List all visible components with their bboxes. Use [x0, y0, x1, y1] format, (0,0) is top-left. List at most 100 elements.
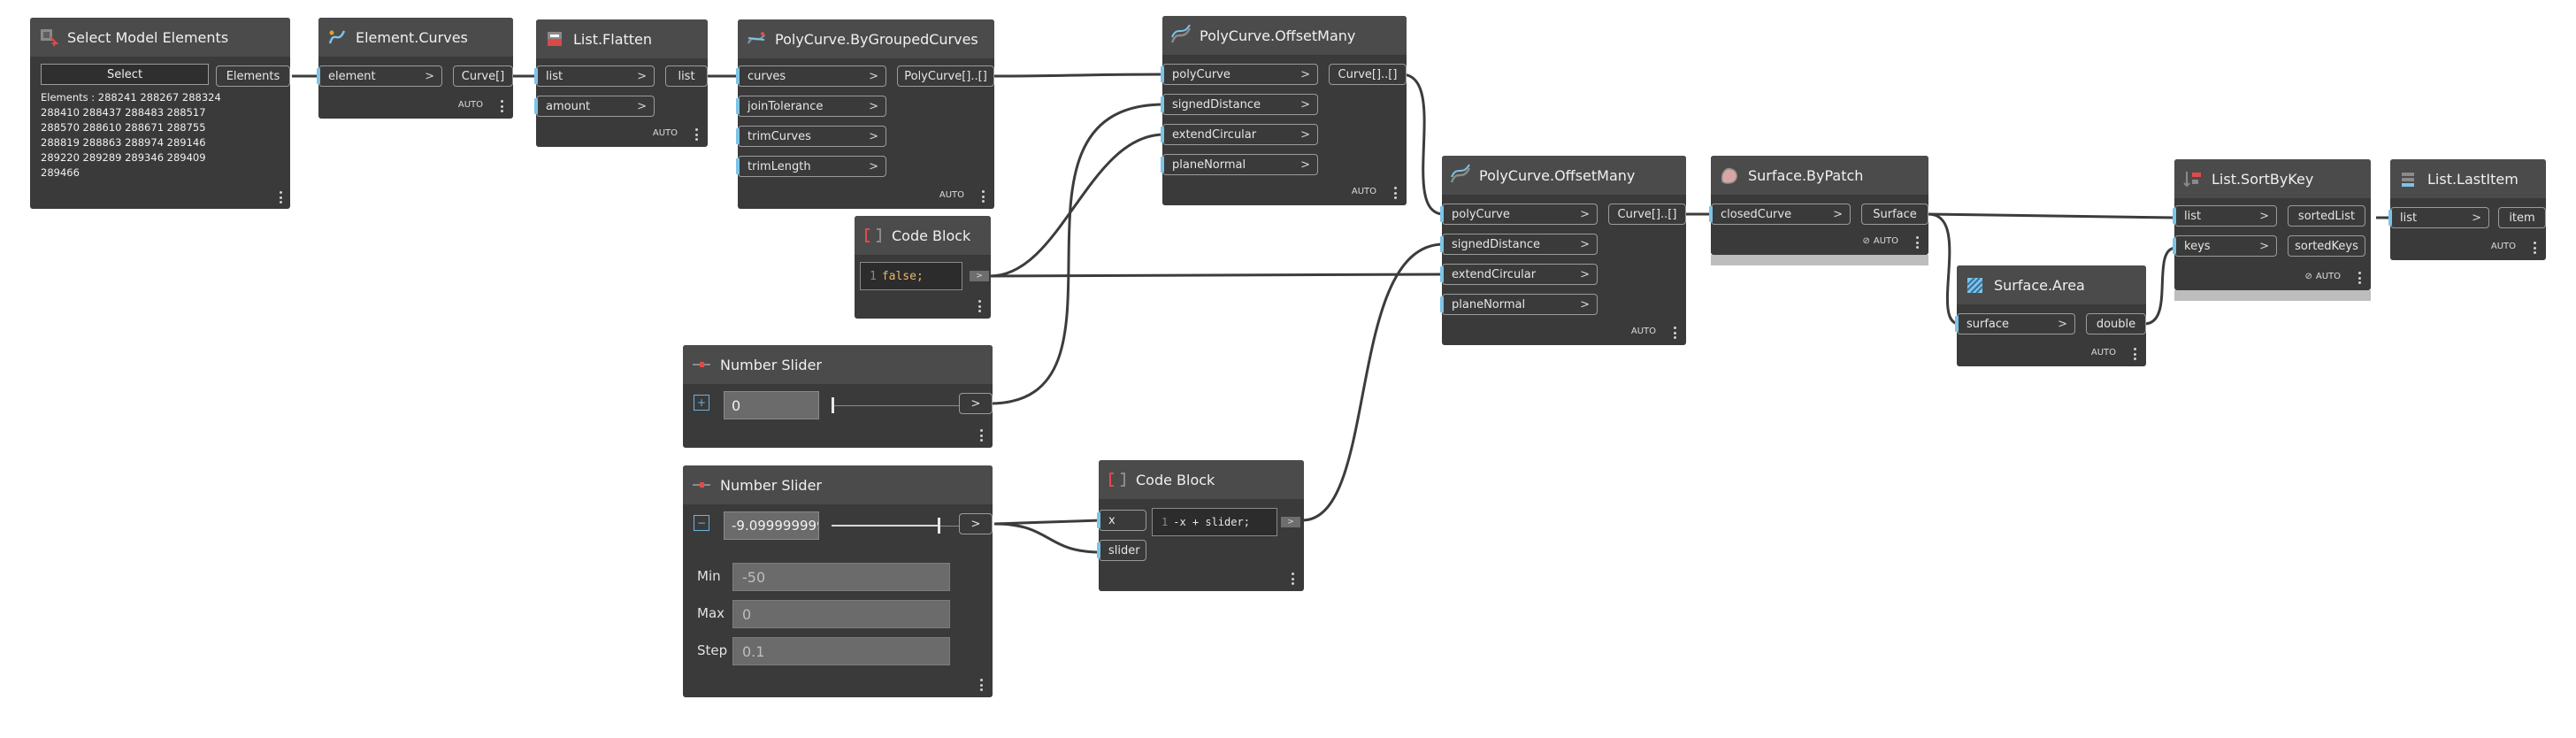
node-number-slider-1[interactable]: Number Slider + 0 > [683, 345, 993, 448]
output-port[interactable]: > [959, 393, 993, 414]
node-header[interactable]: PolyCurve.OffsetMany [1162, 16, 1407, 55]
node-menu-icon[interactable] [982, 190, 985, 203]
input-port-list[interactable]: list> [2388, 207, 2489, 228]
code-editor[interactable]: 1-x + slider; [1152, 508, 1277, 536]
lacing-label[interactable]: AUTO [652, 128, 678, 138]
input-port-amount[interactable]: amount> [534, 96, 655, 117]
input-port-surface[interactable]: surface> [1955, 313, 2075, 334]
node-number-slider-2[interactable]: Number Slider − -9.099999999 > Min -50 M… [683, 465, 993, 697]
node-header[interactable]: Code Block [855, 216, 991, 255]
node-header[interactable]: Surface.ByPatch [1711, 156, 1928, 195]
input-port-trimcurves[interactable]: trimCurves> [736, 126, 886, 147]
node-menu-icon[interactable] [2534, 242, 2537, 254]
node-header[interactable]: Select Model Elements [30, 18, 290, 57]
lacing-label[interactable]: AUTO [2090, 348, 2116, 357]
node-header[interactable]: List.LastItem [2390, 159, 2546, 198]
output-port[interactable]: > [959, 513, 993, 534]
input-port-planenormal[interactable]: planeNormal> [1161, 154, 1318, 175]
node-header[interactable]: Number Slider [683, 465, 993, 504]
node-menu-icon[interactable] [501, 100, 504, 112]
input-port-signeddistance[interactable]: signedDistance> [1161, 94, 1318, 115]
expand-icon[interactable]: − [694, 515, 709, 531]
node-list-lastitem[interactable]: List.LastItem list> item AUTO [2388, 159, 2546, 260]
input-port-curves[interactable]: curves> [736, 65, 886, 87]
node-surface-bypatch[interactable]: Surface.ByPatch closedCurve> Surface ⊘AU… [1709, 156, 1928, 265]
slider-thumb[interactable] [832, 397, 834, 413]
node-polycurve-offsetmany-1[interactable]: PolyCurve.OffsetMany polyCurve> signedDi… [1161, 16, 1407, 205]
input-port-polycurve[interactable]: polyCurve> [1161, 64, 1318, 85]
node-menu-icon[interactable] [980, 429, 984, 442]
output-port[interactable]: > [970, 271, 989, 281]
node-header[interactable]: Element.Curves [318, 18, 513, 57]
lacing-label[interactable]: AUTO [457, 100, 483, 110]
slider-thumb[interactable] [938, 518, 940, 534]
lacing-label[interactable]: AUTO [939, 190, 964, 200]
slider-value-input[interactable]: 0 [724, 391, 819, 419]
lacing-label[interactable]: ⊘AUTO [2304, 272, 2341, 281]
node-header[interactable]: Surface.Area [1957, 265, 2146, 304]
node-select-model-elements[interactable]: Select Model Elements Select Elements El… [30, 18, 290, 209]
output-port-surface[interactable]: Surface [1861, 204, 1928, 225]
node-menu-icon[interactable] [1916, 236, 1920, 249]
input-port-signeddistance[interactable]: signedDistance> [1440, 234, 1598, 255]
lacing-label[interactable]: ⊘AUTO [1862, 236, 1898, 246]
max-input[interactable]: 0 [732, 600, 950, 628]
output-port-elements[interactable]: Elements [216, 65, 290, 87]
node-header[interactable]: Number Slider [683, 345, 993, 384]
input-port-element[interactable]: element> [317, 65, 442, 87]
node-list-sortbykey[interactable]: List.SortByKey list> keys> sortedList so… [2173, 159, 2371, 301]
node-polycurve-offsetmany-2[interactable]: PolyCurve.OffsetMany polyCurve> signedDi… [1440, 156, 1686, 345]
output-port[interactable]: > [1281, 517, 1300, 527]
node-surface-area[interactable]: Surface.Area surface> double AUTO [1955, 265, 2146, 366]
input-port-list[interactable]: list> [2173, 205, 2277, 227]
node-menu-icon[interactable] [2358, 272, 2362, 284]
node-element-curves[interactable]: Element.Curves element> Curve[] AUTO [317, 18, 513, 119]
output-port-curves[interactable]: Curve[]..[] [1608, 204, 1686, 225]
output-port-double[interactable]: double [2086, 313, 2146, 334]
node-menu-icon[interactable] [280, 191, 283, 204]
node-polycurve-bygroupedcurves[interactable]: PolyCurve.ByGroupedCurves curves> joinTo… [736, 19, 994, 209]
input-port-planenormal[interactable]: planeNormal> [1440, 294, 1598, 315]
output-port-polycurve[interactable]: PolyCurve[]..[] [897, 65, 994, 87]
node-menu-icon[interactable] [695, 128, 699, 141]
node-menu-icon[interactable] [980, 679, 984, 691]
node-list-flatten[interactable]: List.Flatten list> amount> list AUTO [534, 19, 708, 147]
input-port-extendcircular[interactable]: extendCircular> [1161, 124, 1318, 145]
input-port-x[interactable]: x [1097, 510, 1146, 531]
node-menu-icon[interactable] [1674, 327, 1677, 339]
lacing-label[interactable]: AUTO [2490, 242, 2516, 251]
output-port-item[interactable]: item [2498, 207, 2546, 228]
input-port-closedcurve[interactable]: closedCurve> [1709, 204, 1851, 225]
slider-value-input[interactable]: -9.099999999 [724, 511, 819, 540]
node-code-block-2[interactable]: Code Block x slider 1-x + slider; > [1097, 460, 1304, 591]
select-button[interactable]: Select [41, 64, 209, 85]
node-header[interactable]: PolyCurve.OffsetMany [1442, 156, 1686, 195]
node-menu-icon[interactable] [2134, 348, 2137, 360]
node-menu-icon[interactable] [1292, 573, 1295, 585]
node-header[interactable]: Code Block [1099, 460, 1304, 499]
input-port-jointolerance[interactable]: joinTolerance> [736, 96, 886, 117]
output-port-sortedkeys[interactable]: sortedKeys [2288, 235, 2365, 257]
slider-track[interactable] [832, 405, 961, 406]
input-port-keys[interactable]: keys> [2173, 235, 2277, 257]
input-port-slider[interactable]: slider [1097, 540, 1146, 561]
min-input[interactable]: -50 [732, 563, 950, 591]
output-port-curves[interactable]: Curve[]..[] [1329, 64, 1407, 85]
node-header[interactable]: List.SortByKey [2174, 159, 2371, 198]
input-port-list[interactable]: list> [534, 65, 655, 87]
input-port-extendcircular[interactable]: extendCircular> [1440, 264, 1598, 285]
node-menu-icon[interactable] [1394, 187, 1398, 199]
output-port-curves[interactable]: Curve[] [453, 65, 513, 87]
lacing-label[interactable]: AUTO [1630, 327, 1656, 336]
output-port-sortedlist[interactable]: sortedList [2288, 205, 2365, 227]
output-port-list[interactable]: list [665, 65, 708, 87]
node-menu-icon[interactable] [978, 300, 982, 312]
lacing-label[interactable]: AUTO [1351, 187, 1376, 196]
input-port-polycurve[interactable]: polyCurve> [1440, 204, 1598, 225]
input-port-trimlength[interactable]: trimLength> [736, 156, 886, 177]
step-input[interactable]: 0.1 [732, 637, 950, 665]
node-header[interactable]: PolyCurve.ByGroupedCurves [738, 19, 994, 58]
expand-icon[interactable]: + [694, 395, 709, 411]
